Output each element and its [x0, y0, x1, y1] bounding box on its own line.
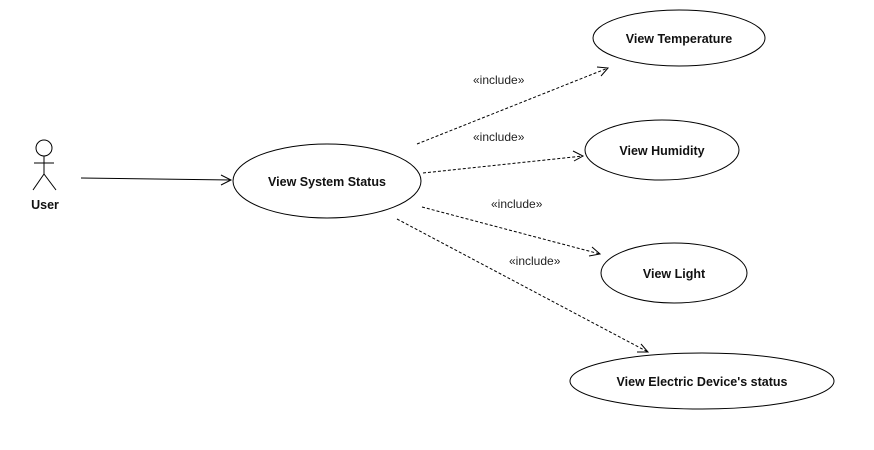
use-case-label: View System Status — [268, 175, 386, 189]
use-case-label: View Light — [643, 267, 706, 281]
use-case-ellipse — [232, 143, 422, 219]
include-arrowhead — [588, 246, 602, 257]
actor-head — [35, 139, 53, 157]
include-label: «include» — [491, 197, 543, 211]
use-case-view-electric-device-status[interactable]: View Electric Device's status — [569, 352, 835, 410]
include-temperature-relation: «include» — [416, 66, 610, 145]
include-humidity-relation: «include» — [422, 130, 585, 174]
actor-left-leg — [32, 173, 45, 191]
include-electric-relation: «include» — [396, 218, 650, 353]
include-label: «include» — [473, 73, 525, 87]
actor-label: User — [31, 198, 59, 212]
include-arrowhead — [596, 66, 610, 77]
use-case-view-system-status[interactable]: View System Status — [232, 143, 422, 219]
actor-right-leg — [43, 173, 57, 191]
include-line — [396, 218, 649, 353]
use-case-view-light[interactable]: View Light — [600, 242, 748, 304]
include-light-relation: «include» — [421, 197, 602, 257]
association-arrowhead — [220, 174, 233, 186]
association-user-to-system-status — [80, 174, 233, 186]
include-label: «include» — [473, 130, 525, 144]
use-case-label: View Temperature — [626, 32, 733, 46]
actor-user[interactable]: User — [31, 139, 59, 212]
use-case-label: View Electric Device's status — [617, 375, 788, 389]
include-line — [416, 67, 609, 145]
use-case-ellipse — [600, 242, 748, 304]
use-case-label: View Humidity — [619, 144, 704, 158]
association-line — [80, 177, 232, 181]
include-line — [421, 206, 601, 255]
use-case-ellipse — [584, 119, 740, 181]
include-label: «include» — [509, 254, 561, 268]
use-case-view-temperature[interactable]: View Temperature — [592, 9, 766, 67]
include-line — [422, 155, 584, 174]
use-case-ellipse — [592, 9, 766, 67]
use-case-view-humidity[interactable]: View Humidity — [584, 119, 740, 181]
include-arrowhead — [572, 150, 585, 162]
include-arrowhead — [637, 343, 650, 353]
use-case-ellipse — [569, 352, 835, 410]
